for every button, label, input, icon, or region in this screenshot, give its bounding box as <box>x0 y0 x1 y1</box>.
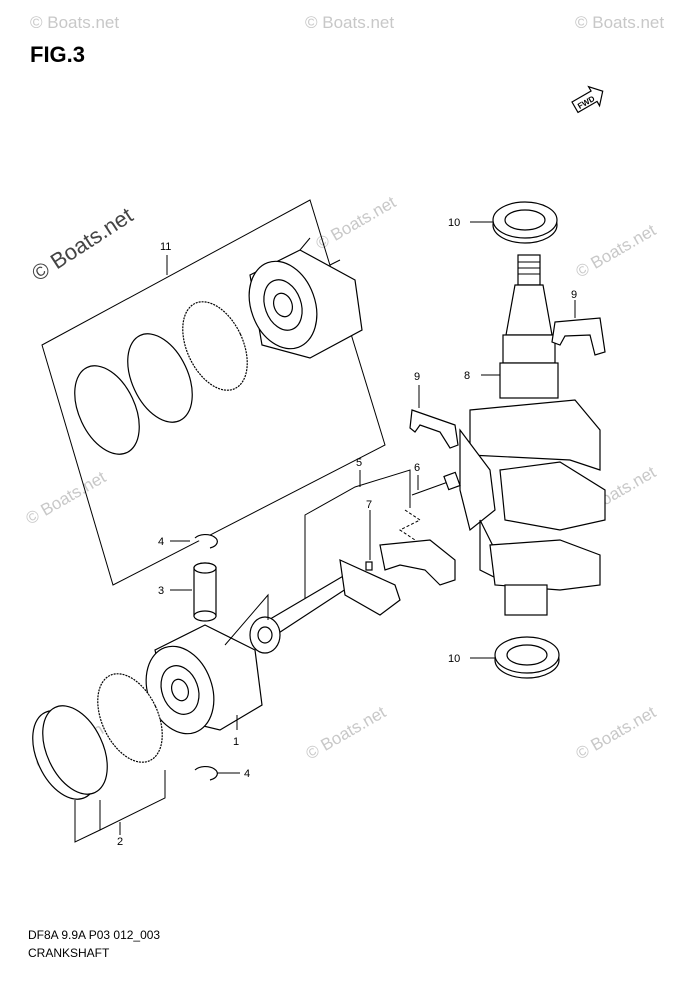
callout-1: 1 <box>233 736 239 748</box>
connecting-rod-group: 5 6 7 <box>249 457 461 654</box>
piston: 1 <box>145 593 269 748</box>
piston-ring-second <box>42 705 108 795</box>
callout-8: 8 <box>464 370 470 382</box>
rod-bolt: 6 <box>411 462 461 496</box>
piston-pin: 3 <box>158 562 217 622</box>
watermark: © Boats.net <box>30 13 119 32</box>
callout-9-right: 9 <box>571 289 577 301</box>
callout-7: 7 <box>366 499 372 511</box>
piston-oil-ring <box>97 673 163 763</box>
watermark: © Boats.net <box>575 13 664 32</box>
piston-rings: 2 <box>32 673 166 848</box>
figure-code: DF8A 9.9A P03 012_003 <box>28 928 161 942</box>
watermark: © Boats.net <box>305 13 394 32</box>
callout-10-upper: 10 <box>448 217 460 229</box>
callout-9-left: 9 <box>414 371 420 383</box>
callout-4-lower: 4 <box>244 768 250 780</box>
piston-kit <box>248 237 363 359</box>
oil-seal-lower: 10 <box>448 636 560 679</box>
figure-name: CRANKSHAFT <box>28 946 110 960</box>
kit-outline-box <box>41 199 386 586</box>
piston-ring-2 <box>127 333 193 423</box>
callout-2: 2 <box>117 836 123 848</box>
crank-bearing-right: 9 <box>551 289 606 356</box>
piston-ring-1 <box>74 365 140 455</box>
watermark: © Boats.net <box>303 702 390 763</box>
oil-seal-upper: 10 <box>448 201 558 244</box>
watermark: © Boats.net <box>313 192 400 253</box>
watermark: © Boats.net <box>573 220 660 281</box>
callout-5: 5 <box>356 457 362 469</box>
callout-4-upper: 4 <box>158 536 164 548</box>
piston-ring-kit-group: 11 <box>41 199 386 586</box>
crankshaft: 8 <box>459 254 606 616</box>
rod-group-bracket <box>304 469 411 610</box>
watermark-main: © Boats.net <box>27 202 137 286</box>
oil-ring <box>182 301 248 391</box>
forward-direction-badge: FWD <box>571 85 604 114</box>
dowel-pin <box>365 561 373 571</box>
callout-6: 6 <box>414 462 420 474</box>
rod-cap <box>379 539 456 586</box>
piston-pin-circlip-lower: 4 <box>194 765 250 781</box>
watermark: © Boats.net <box>573 702 660 763</box>
callout-10-lower: 10 <box>448 653 460 665</box>
figure-title: FIG.3 <box>30 42 86 67</box>
watermark: © Boats.net <box>23 467 110 528</box>
callout-11: 11 <box>160 241 171 253</box>
rod-big-end <box>339 559 401 616</box>
piston-pin-circlip-upper: 4 <box>158 533 218 549</box>
callout-3: 3 <box>158 585 164 597</box>
crank-bearing-left: 9 <box>409 371 459 449</box>
